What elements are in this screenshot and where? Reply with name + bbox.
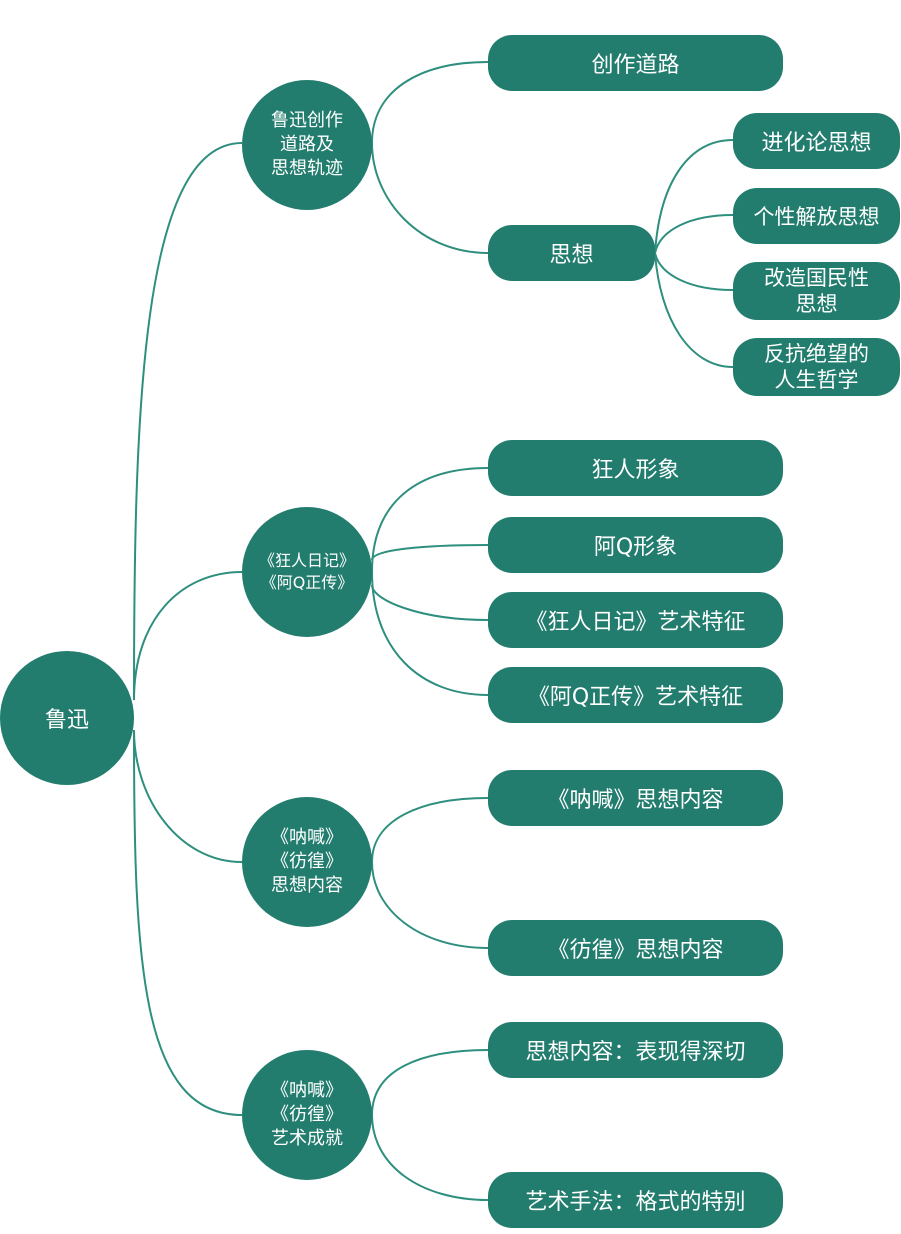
- connector-root-b3: [133, 729, 243, 863]
- connector-c2-g1: [654, 139, 734, 254]
- leaf-node-line: 改造国民性: [764, 266, 869, 290]
- leaf-node-line: 人生哲学: [774, 368, 859, 392]
- leaf-node-label: 《呐喊》思想内容: [547, 788, 724, 813]
- branch-node-creative-path[interactable]: 鲁迅创作 道路及 思想轨迹: [242, 80, 372, 210]
- connector-root-b2: [133, 571, 243, 701]
- branch-node-line: 《阿Q正传》: [260, 573, 354, 592]
- branch-node-line: 道路及: [280, 134, 334, 155]
- leaf-node-madman-art[interactable]: 《狂人日记》艺术特征: [488, 592, 783, 648]
- connector-b3-c1: [371, 797, 489, 863]
- connector-c2-g2: [654, 214, 734, 254]
- leaf-node-label: 思想内容：表现得深切: [525, 1040, 746, 1065]
- branch-node-line: 思想内容: [271, 875, 343, 896]
- leaf-node-label: 艺术手法：格式的特别: [525, 1190, 746, 1215]
- branch-node-line: 艺术成就: [271, 1128, 343, 1149]
- leaf-node-despair-philosophy[interactable]: 反抗绝望的 人生哲学: [733, 338, 900, 396]
- branch-node-line: 《狂人日记》: [258, 551, 355, 570]
- leaf-node-label: 思想: [549, 243, 594, 268]
- leaf-node-label: 《彷徨》思想内容: [547, 938, 724, 963]
- branch-node-line: 《呐喊》: [271, 1080, 343, 1101]
- leaf-node-panghuang-thought[interactable]: 《彷徨》思想内容: [488, 920, 783, 976]
- branch-node-line: 思想轨迹: [271, 158, 343, 179]
- leaf-node-creative-road[interactable]: 创作道路: [488, 35, 783, 91]
- connector-b1-c2: [371, 142, 489, 254]
- branch-node-madman-ahq[interactable]: 《狂人日记》 《阿Q正传》: [242, 507, 372, 637]
- leaf-node-label: 阿Q形象: [593, 535, 678, 560]
- connector-b2-c4: [371, 571, 489, 696]
- leaf-node-nahan-thought[interactable]: 《呐喊》思想内容: [488, 770, 783, 826]
- connector-root-b4: [133, 729, 243, 1116]
- leaf-node-ahq-image[interactable]: 阿Q形象: [488, 517, 783, 573]
- branch-node-line: 鲁迅创作: [271, 110, 343, 131]
- connector-b4-c2: [371, 1114, 489, 1201]
- leaf-node-ahq-art[interactable]: 《阿Q正传》艺术特征: [488, 667, 783, 723]
- leaf-node-label: 创作道路: [591, 53, 680, 78]
- root-node-label: 鲁迅: [44, 708, 89, 733]
- leaf-node-art-technique[interactable]: 艺术手法：格式的特别: [488, 1172, 783, 1228]
- leaf-node-label: 《狂人日记》艺术特征: [525, 610, 746, 635]
- leaf-node-madman-image[interactable]: 狂人形象: [488, 440, 783, 496]
- root-node[interactable]: 鲁迅: [0, 651, 134, 785]
- connector-b4-c1: [371, 1049, 489, 1116]
- branch-node-line: 《彷徨》: [271, 1104, 343, 1125]
- connector-c2-g3: [654, 252, 734, 291]
- leaf-node-evolution-thought[interactable]: 进化论思想: [733, 113, 900, 169]
- leaf-node-national-character[interactable]: 改造国民性 思想: [733, 262, 900, 320]
- connector-root-b1: [133, 142, 243, 701]
- branch-node-nahan-panghuang-art[interactable]: 《呐喊》 《彷徨》 艺术成就: [242, 1050, 372, 1180]
- leaf-node-thought-content[interactable]: 思想内容：表现得深切: [488, 1022, 783, 1078]
- connector-b2-c1: [371, 467, 489, 573]
- leaf-node-label: 狂人形象: [591, 458, 680, 483]
- leaf-node-line: 反抗绝望的: [764, 342, 869, 366]
- leaf-node-thought[interactable]: 思想: [488, 225, 655, 281]
- connector-b1-c1: [371, 61, 489, 144]
- branch-node-nahan-panghuang-thought[interactable]: 《呐喊》 《彷徨》 思想内容: [242, 797, 372, 927]
- branch-node-line: 《彷徨》: [271, 851, 343, 872]
- connector-c2-g4: [654, 252, 734, 368]
- connector-b2-c3: [371, 584, 489, 621]
- branch-node-line: 《呐喊》: [271, 827, 343, 848]
- leaf-node-label: 个性解放思想: [753, 205, 880, 229]
- connector-b3-c2: [371, 861, 489, 949]
- connector-b2-c2: [371, 544, 489, 561]
- leaf-node-line: 思想: [795, 292, 838, 316]
- leaf-node-label: 《阿Q正传》艺术特征: [527, 685, 744, 710]
- leaf-node-individual-liberation[interactable]: 个性解放思想: [733, 188, 900, 244]
- leaf-node-label: 进化论思想: [761, 131, 872, 156]
